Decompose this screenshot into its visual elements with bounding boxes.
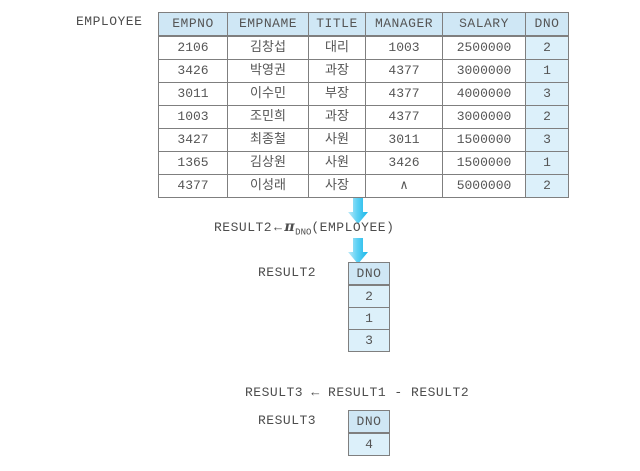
cell-salary: 4000000: [442, 82, 526, 106]
table-row: 3427 최종철 사원 3011 1500000 3: [158, 128, 569, 152]
cell-salary: 3000000: [442, 105, 526, 129]
table-row: 1003 조민희 과장 4377 3000000 2: [158, 105, 569, 129]
result3-relation-table: DNO 4: [348, 410, 390, 456]
column-header-dno: DNO: [348, 410, 390, 434]
column-header-salary: SALARY: [442, 12, 526, 37]
table-row: 4: [348, 432, 390, 456]
cell-manager: 4377: [365, 59, 443, 83]
cell-dno: 2: [525, 35, 569, 60]
cell-dno: 2: [525, 105, 569, 129]
cell-empname: 이수민: [227, 82, 309, 106]
pi-subscript-attribute: DNO: [295, 227, 312, 238]
cell-empno: 4377: [158, 174, 228, 198]
cell-empno: 3011: [158, 82, 228, 106]
cell-dno: 4: [348, 432, 390, 456]
cell-salary: 1500000: [442, 128, 526, 152]
formula-projection: RESULT2←πDNO(EMPLOYEE): [214, 219, 394, 238]
cell-dno: 1: [525, 151, 569, 175]
column-header-manager: MANAGER: [365, 12, 443, 37]
cell-empno: 3427: [158, 128, 228, 152]
cell-empname: 이성래: [227, 174, 309, 198]
cell-manager: 1003: [365, 35, 443, 60]
assignment-arrow-icon: ←: [274, 220, 283, 235]
cell-manager: 3011: [365, 128, 443, 152]
cell-empname: 박영권: [227, 59, 309, 83]
cell-title: 과장: [308, 105, 366, 129]
cell-empno: 3426: [158, 59, 228, 83]
column-header-empno: EMPNO: [158, 12, 228, 37]
cell-empno: 1365: [158, 151, 228, 175]
cell-dno: 2: [525, 174, 569, 198]
cell-dno: 1: [525, 59, 569, 83]
cell-manager: 4377: [365, 105, 443, 129]
cell-salary: 3000000: [442, 59, 526, 83]
formula-operand: (EMPLOYEE): [311, 220, 395, 235]
table-header-row: DNO: [348, 262, 390, 286]
pi-operator-symbol: π: [284, 219, 296, 235]
column-header-empname: EMPNAME: [227, 12, 309, 37]
cell-title: 사원: [308, 151, 366, 175]
cell-dno: 1: [348, 307, 390, 330]
cell-empname: 김상원: [227, 151, 309, 175]
cell-title: 사장: [308, 174, 366, 198]
cell-dno: 2: [348, 284, 390, 308]
cell-title: 과장: [308, 59, 366, 83]
employee-table-label: EMPLOYEE: [76, 14, 143, 29]
table-row: 2: [348, 284, 390, 308]
result2-relation-table: DNO 2 1 3: [348, 262, 390, 352]
cell-salary: 1500000: [442, 151, 526, 175]
formula-difference: RESULT3 ← RESULT1 - RESULT2: [245, 385, 470, 400]
cell-title: 대리: [308, 35, 366, 60]
cell-salary: 2500000: [442, 35, 526, 60]
cell-empno: 1003: [158, 105, 228, 129]
cell-title: 부장: [308, 82, 366, 106]
cell-empno: 2106: [158, 35, 228, 60]
cell-dno: 3: [525, 82, 569, 106]
cell-empname: 조민희: [227, 105, 309, 129]
table-row: 1365 김상원 사원 3426 1500000 1: [158, 151, 569, 175]
employee-relation-table: EMPNO EMPNAME TITLE MANAGER SALARY DNO 2…: [158, 12, 569, 198]
table-row: 2106 김창섭 대리 1003 2500000 2: [158, 35, 569, 60]
cell-manager-null: ∧: [365, 174, 443, 198]
table-row: 1: [348, 307, 390, 330]
result3-table-label: RESULT3: [258, 413, 317, 428]
column-header-dno: DNO: [348, 262, 390, 286]
table-header-row: EMPNO EMPNAME TITLE MANAGER SALARY DNO: [158, 12, 569, 37]
column-header-dno: DNO: [525, 12, 569, 37]
down-arrow-icon: [348, 238, 368, 264]
table-row: 3: [348, 329, 390, 352]
down-arrow-icon: [348, 198, 368, 224]
cell-manager: 4377: [365, 82, 443, 106]
formula-result-name: RESULT2: [214, 220, 273, 235]
result2-table-label: RESULT2: [258, 265, 317, 280]
cell-title: 사원: [308, 128, 366, 152]
cell-empname: 김창섭: [227, 35, 309, 60]
cell-dno: 3: [525, 128, 569, 152]
cell-empname: 최종철: [227, 128, 309, 152]
cell-manager: 3426: [365, 151, 443, 175]
table-row: 3426 박영권 과장 4377 3000000 1: [158, 59, 569, 83]
cell-salary: 5000000: [442, 174, 526, 198]
table-header-row: DNO: [348, 410, 390, 434]
table-row: 4377 이성래 사장 ∧ 5000000 2: [158, 174, 569, 198]
column-header-title: TITLE: [308, 12, 366, 37]
table-row: 3011 이수민 부장 4377 4000000 3: [158, 82, 569, 106]
cell-dno: 3: [348, 329, 390, 352]
